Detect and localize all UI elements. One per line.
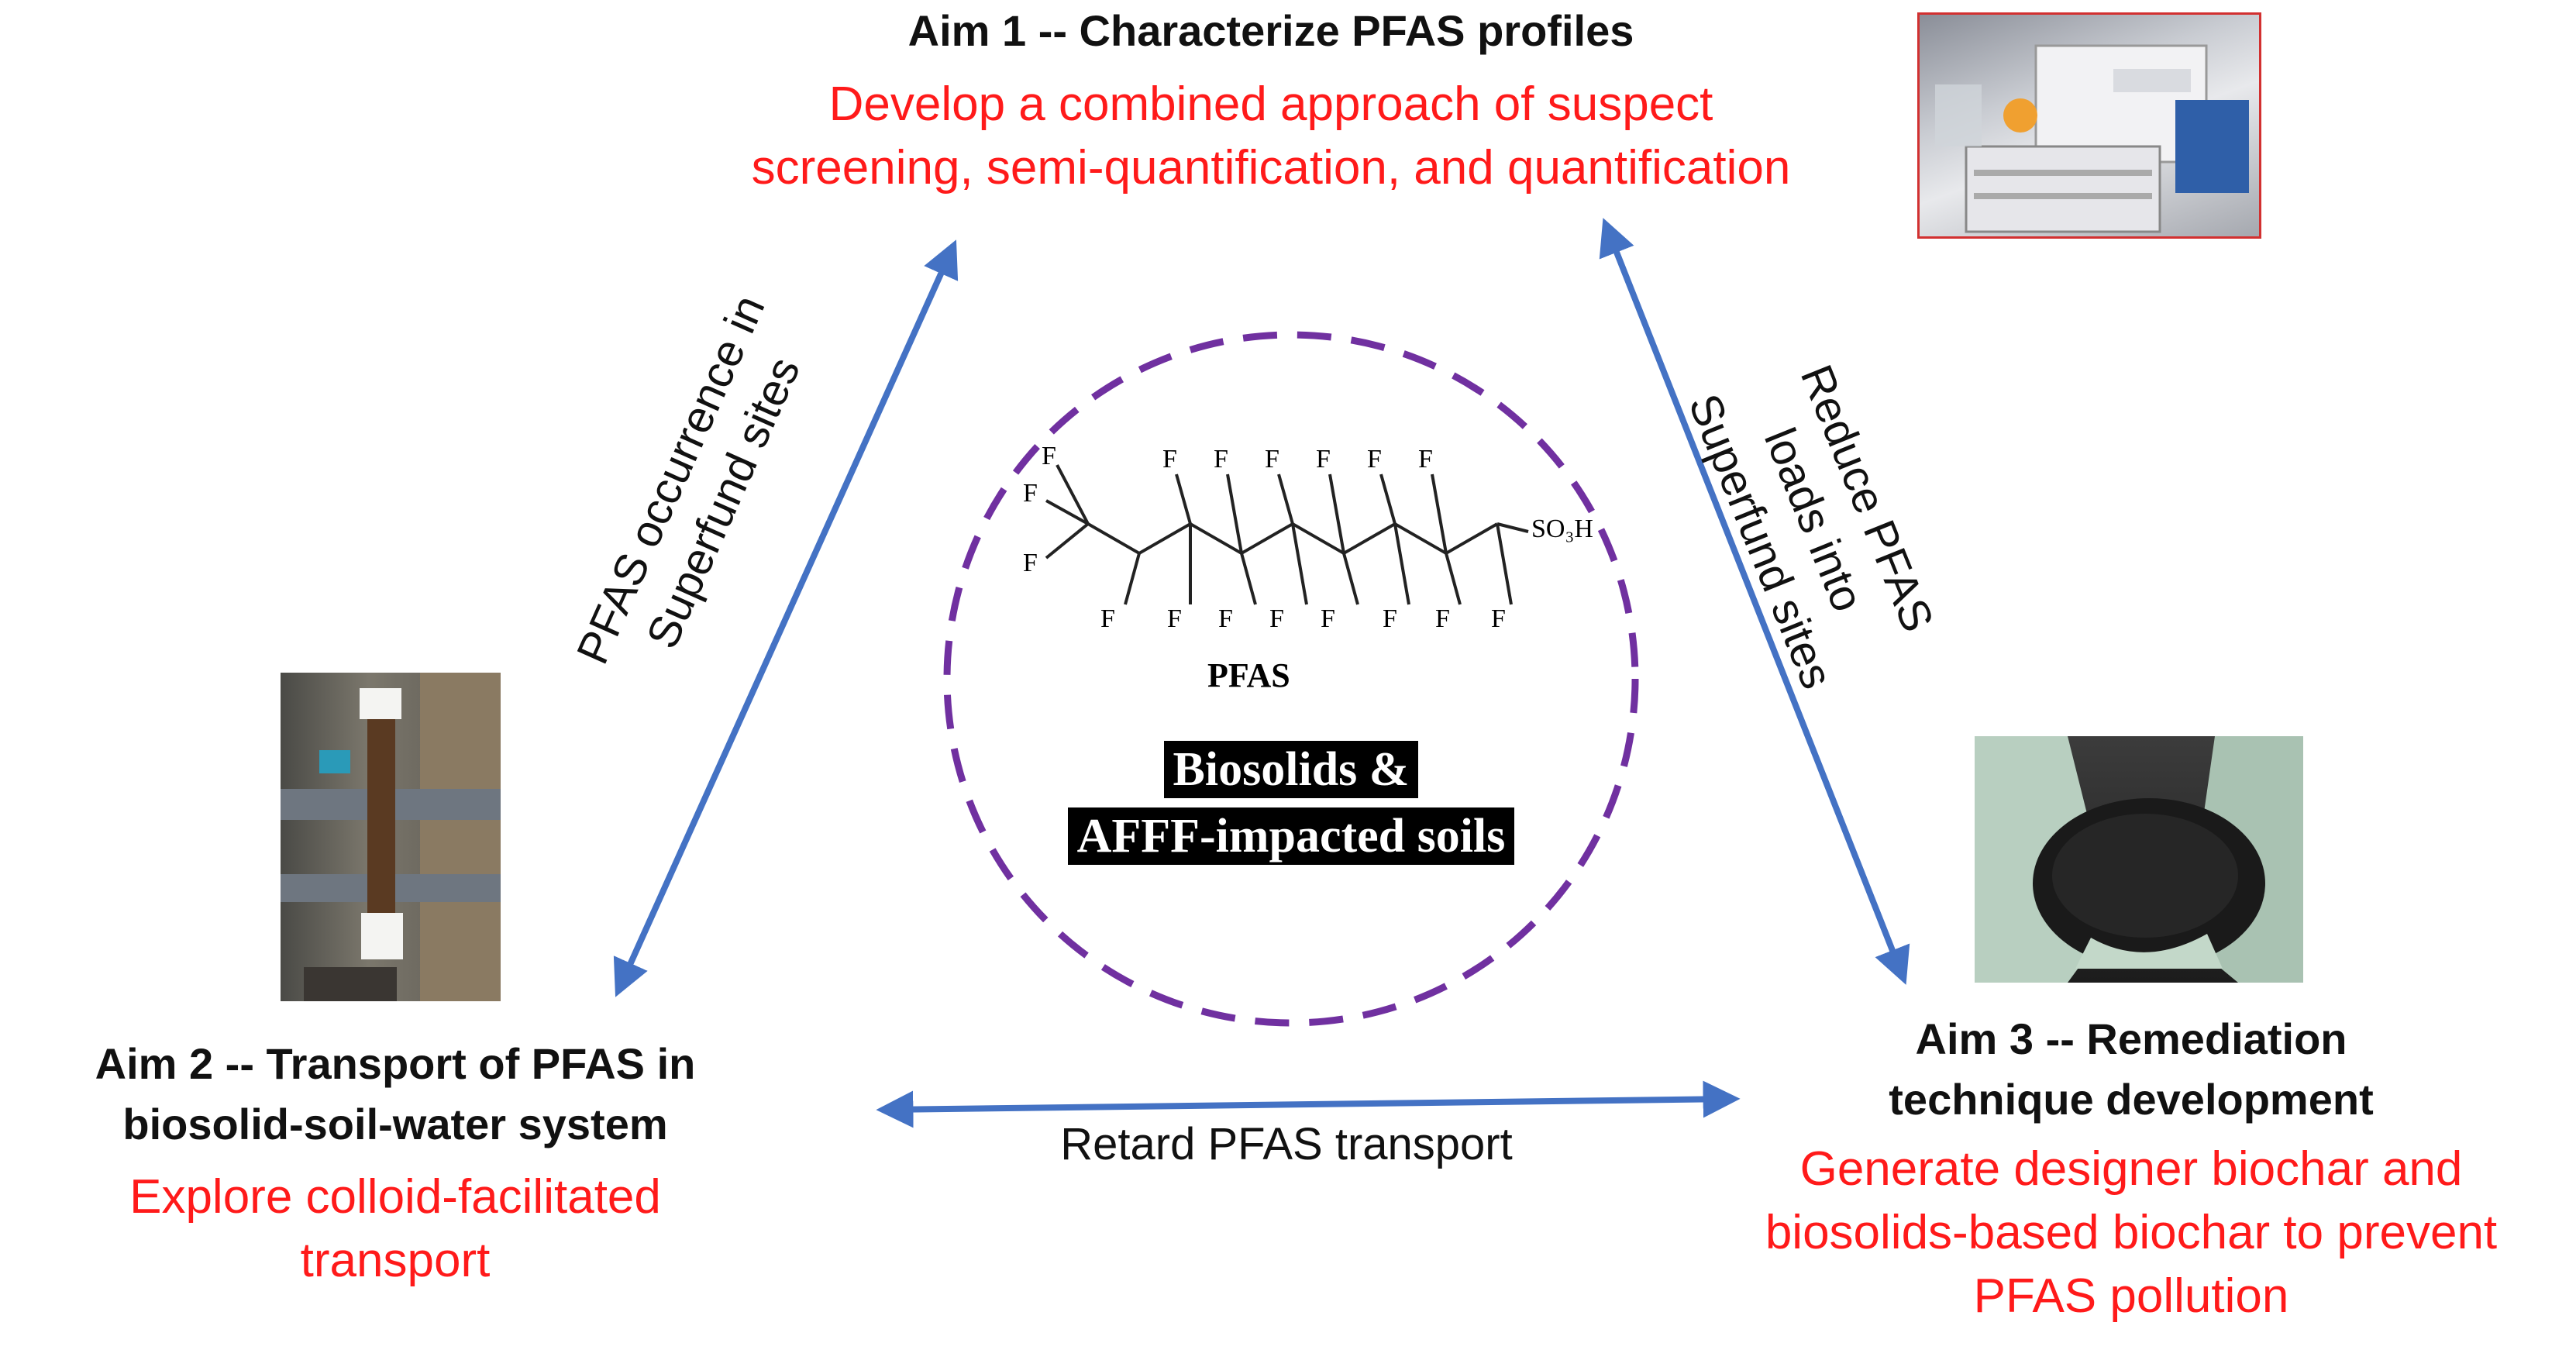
fluorine-label: F xyxy=(1218,604,1233,633)
fluorine-label: F xyxy=(1214,445,1228,473)
center-label-line2: AFFF-impacted soils xyxy=(1067,807,1515,865)
center-label: Biosolids & AFFF-impacted soils xyxy=(981,741,1601,865)
fluorine-label: F xyxy=(1100,604,1115,633)
fluorine-label: F xyxy=(1167,604,1182,633)
aim1-block: Aim 1 -- Characterize PFAS profiles Deve… xyxy=(589,0,1953,200)
aim3-title-line1: Aim 3 -- Remediation xyxy=(1915,1014,2347,1063)
arrow-aim1-aim3 xyxy=(1599,218,1910,985)
fluorine-label: F xyxy=(1418,445,1433,473)
pfas-molecule xyxy=(1045,464,1529,605)
fluorine-label: F xyxy=(1269,604,1284,633)
aim2-subtitle-line1: Explore colloid-facilitated xyxy=(129,1170,661,1224)
fluorine-label: F xyxy=(1435,604,1450,633)
fluorine-label: F xyxy=(1367,445,1382,473)
aim1-subtitle-line2: screening, semi-quantification, and quan… xyxy=(751,141,1791,195)
aim2-title-line2: biosolid-soil-water system xyxy=(122,1100,668,1148)
aim2-subtitle-line2: transport xyxy=(300,1234,491,1287)
fluorine-label: F xyxy=(1316,445,1331,473)
arrow-aim2-aim3 xyxy=(876,1080,1741,1128)
fluorine-label: F xyxy=(1162,445,1177,473)
fluorine-label: F xyxy=(1265,445,1279,473)
fluorine-label: F xyxy=(1023,549,1038,577)
sulfonic-acid-group: SO₃H xyxy=(1531,515,1593,543)
bottom-arrow-label: Retard PFAS transport xyxy=(1060,1119,1513,1169)
fluorine-label: F xyxy=(1491,604,1506,633)
aim2-title-line1: Aim 2 -- Transport of PFAS in xyxy=(95,1039,696,1088)
arrow-aim1-aim2 xyxy=(613,239,959,997)
center-label-line1: Biosolids & xyxy=(1163,741,1419,798)
aim3-block: Aim 3 -- Remediation technique developme… xyxy=(1689,1009,2573,1328)
aim1-subtitle-line1: Develop a combined approach of suspect xyxy=(828,77,1713,131)
aim3-subtitle-line2: biosolids-based biochar to prevent xyxy=(1765,1206,2498,1259)
aim3-title-line2: technique development xyxy=(1889,1075,2374,1124)
center-dashed-circle xyxy=(943,331,1639,1027)
fluorine-label: F xyxy=(1321,604,1335,633)
lab-instrument-photo xyxy=(1917,12,2261,239)
aim1-title: Aim 1 -- Characterize PFAS profiles xyxy=(907,6,1634,55)
fluorine-label: F xyxy=(1023,479,1038,508)
fluorine-label: F xyxy=(1383,604,1397,633)
aim3-subtitle-line3: PFAS pollution xyxy=(1973,1269,2289,1323)
aim2-block: Aim 2 -- Transport of PFAS in biosolid-s… xyxy=(0,1034,790,1293)
column-apparatus-photo xyxy=(281,673,501,1001)
fluorine-label: F xyxy=(1042,442,1056,470)
biochar-in-gloved-hands-photo xyxy=(1975,736,2303,983)
aim3-subtitle-line1: Generate designer biochar and xyxy=(1799,1142,2463,1196)
molecule-name: PFAS xyxy=(1207,656,1290,694)
